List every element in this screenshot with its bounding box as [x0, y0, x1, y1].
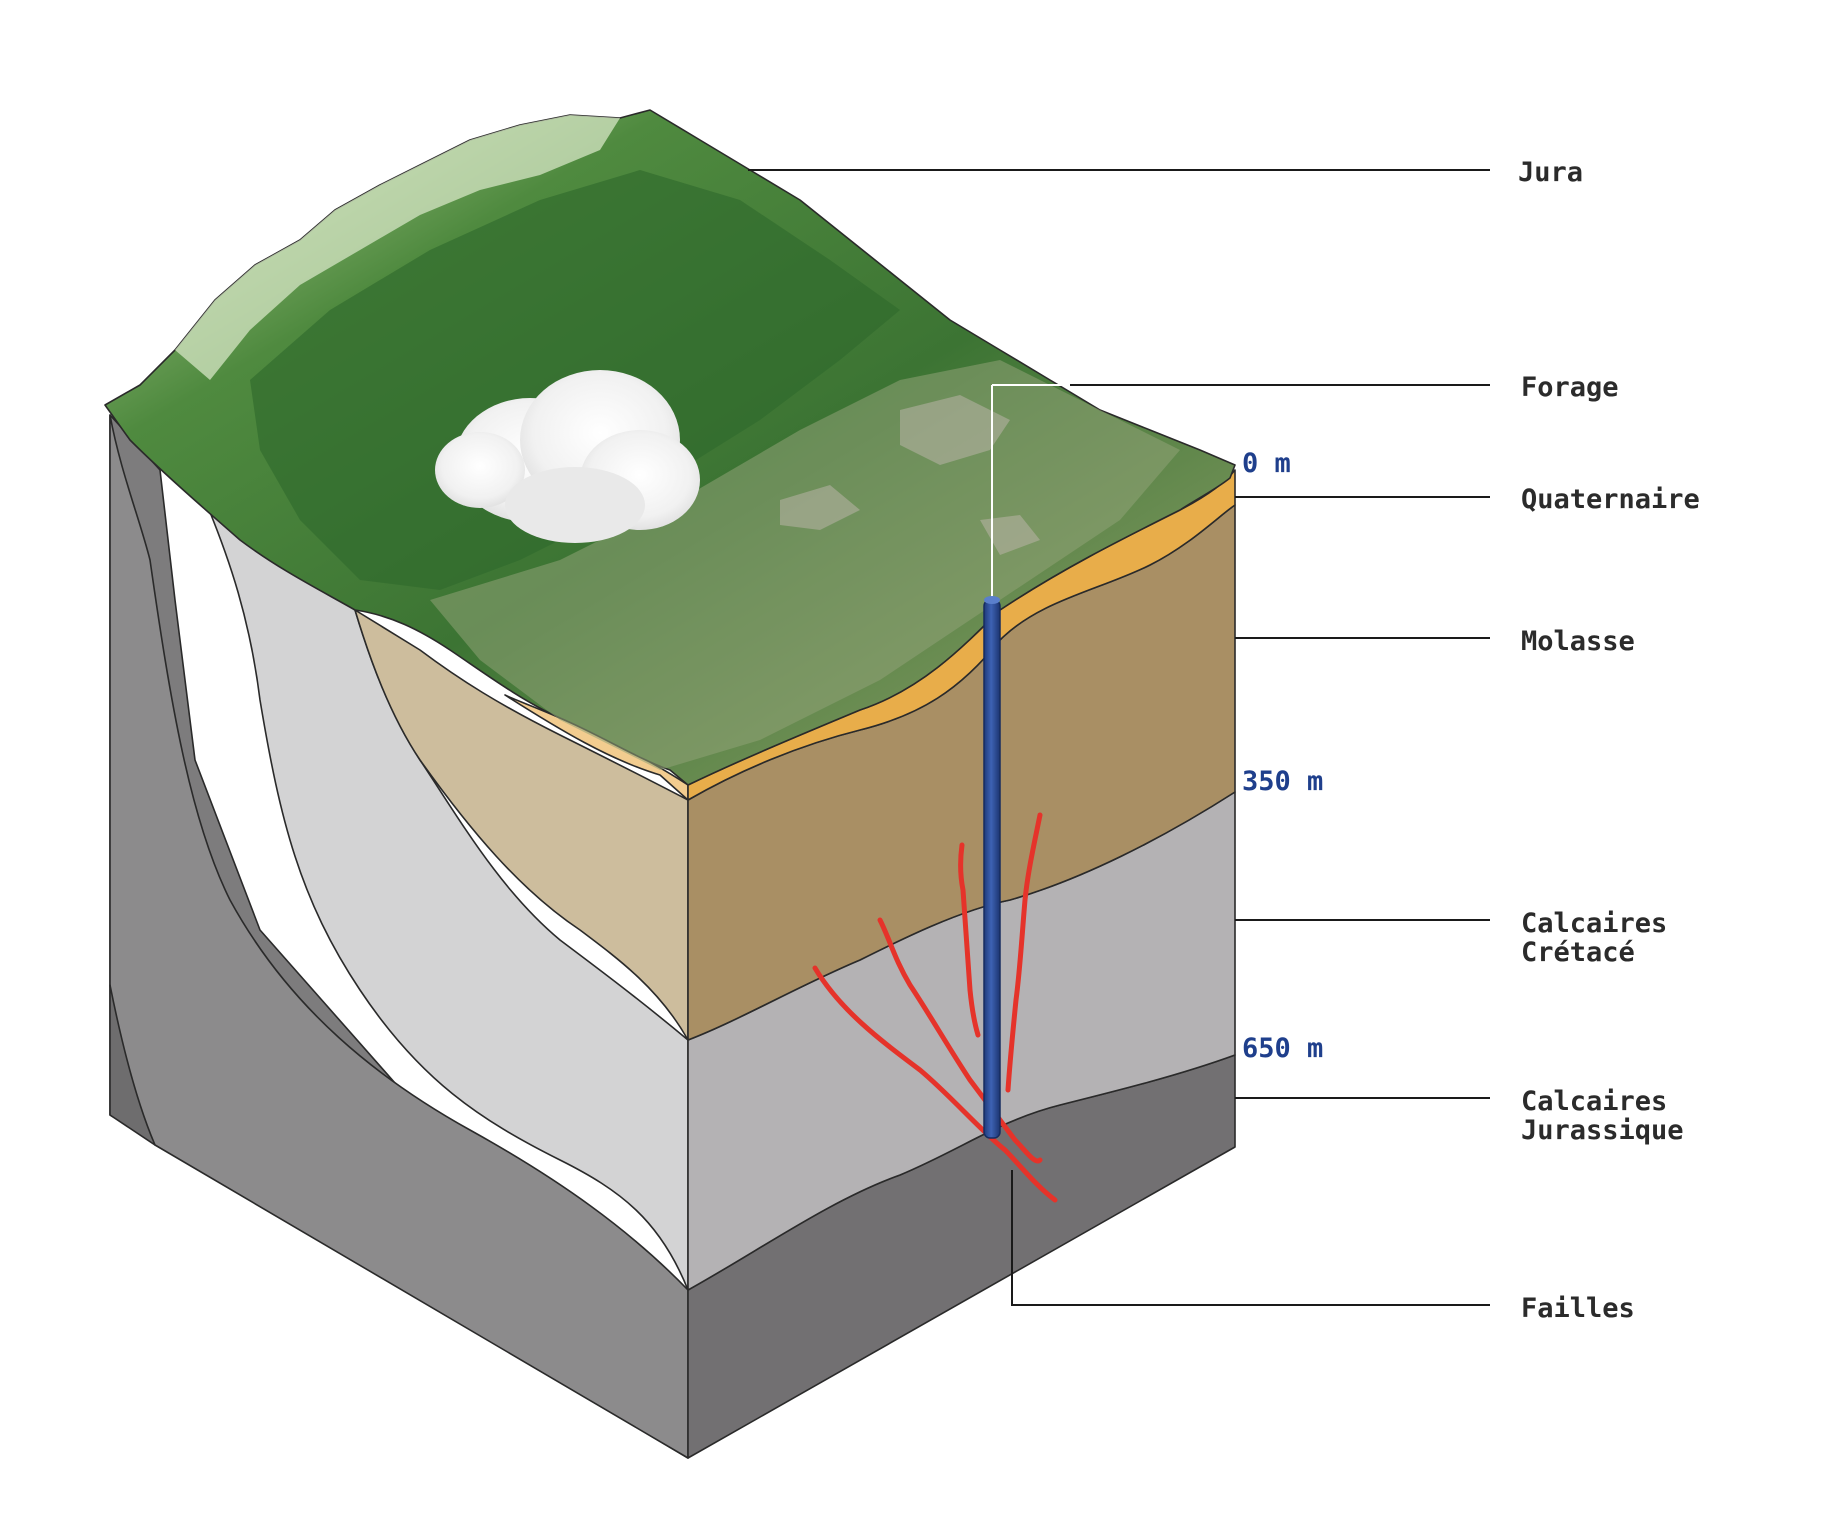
left-face-cretace [204, 499, 689, 1291]
left-face-far-sliver [109, 984, 156, 1146]
leader-lines [748, 169, 1490, 1306]
label-calcaires-cretace-1: Calcaires [1521, 908, 1667, 939]
fault-line [1005, 812, 1043, 1093]
label-calcaires-jurassique-2: Jurassique [1521, 1115, 1684, 1146]
leader-failles [1011, 1170, 1490, 1306]
fault-line [812, 965, 1058, 1203]
depth-label-0: 0 m [1242, 448, 1291, 479]
label-quaternaire: Quaternaire [1521, 484, 1700, 515]
depth-labels: 0 m 350 m 650 m [1242, 448, 1323, 1064]
mountain-ridge [175, 115, 620, 380]
depth-label-650: 650 m [1242, 1033, 1323, 1064]
left-face [109, 414, 689, 1459]
depth-label-350: 350 m [1242, 766, 1323, 797]
label-forage: Forage [1521, 372, 1619, 403]
villages [780, 395, 1040, 555]
left-face-quaternaire [504, 694, 689, 801]
borehole-pipe [983, 599, 1001, 1139]
label-failles: Failles [1521, 1293, 1635, 1324]
cloud [435, 370, 700, 543]
label-calcaires-jurassique-1: Calcaires [1521, 1086, 1667, 1117]
fault-line [877, 917, 1043, 1164]
fault-line [958, 842, 981, 1038]
faults [812, 812, 1058, 1203]
layer-labels: Jura Forage Quaternaire Molasse Calcaire… [1518, 157, 1700, 1324]
label-molasse: Molasse [1521, 626, 1635, 657]
label-jura: Jura [1518, 157, 1583, 188]
left-face-molasse [354, 609, 689, 1041]
label-calcaires-cretace-2: Crétacé [1521, 937, 1635, 968]
borehole [983, 385, 1001, 1139]
